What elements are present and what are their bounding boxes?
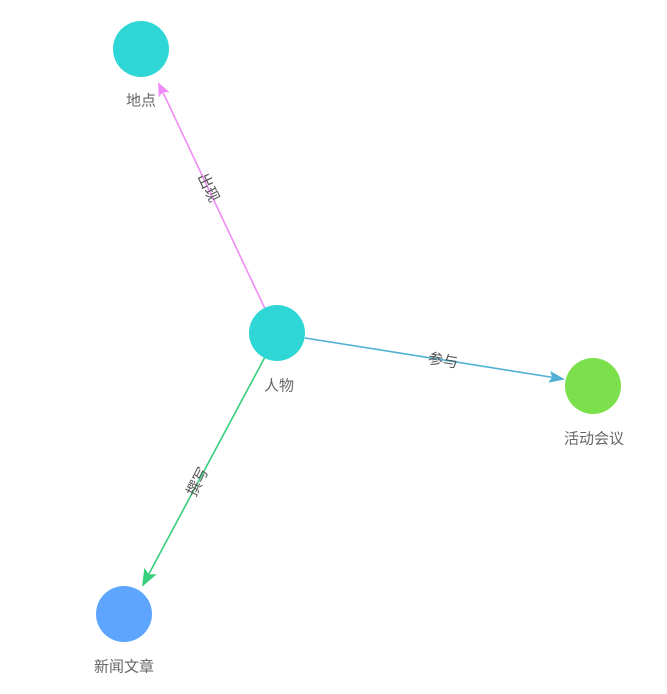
edge-appear-line[interactable] [158,82,268,314]
edge-appear[interactable]: 出现 [158,82,268,314]
edge-write-label: 撰写 [183,464,213,499]
edge-write-line[interactable] [142,356,266,587]
edge-write[interactable]: 撰写 [142,356,266,587]
edge-participate-line[interactable] [304,337,565,383]
edge-participate-label: 参与 [427,349,459,371]
edge-participate[interactable]: 参与 [304,337,565,383]
node-article-label: 新闻文章 [94,658,154,676]
node-location[interactable]: 地点 [113,21,169,110]
node-person[interactable]: 人物 [249,305,305,395]
node-location-circle[interactable] [113,21,169,77]
node-location-label: 地点 [126,92,156,110]
node-event-label: 活动会议 [564,430,624,448]
node-person-label: 人物 [264,377,294,395]
node-event-circle[interactable] [565,358,621,414]
node-article[interactable]: 新闻文章 [94,586,154,676]
node-event[interactable]: 活动会议 [564,358,624,448]
edge-appear-label: 出现 [194,170,223,205]
node-person-circle[interactable] [249,305,305,361]
node-article-circle[interactable] [96,586,152,642]
